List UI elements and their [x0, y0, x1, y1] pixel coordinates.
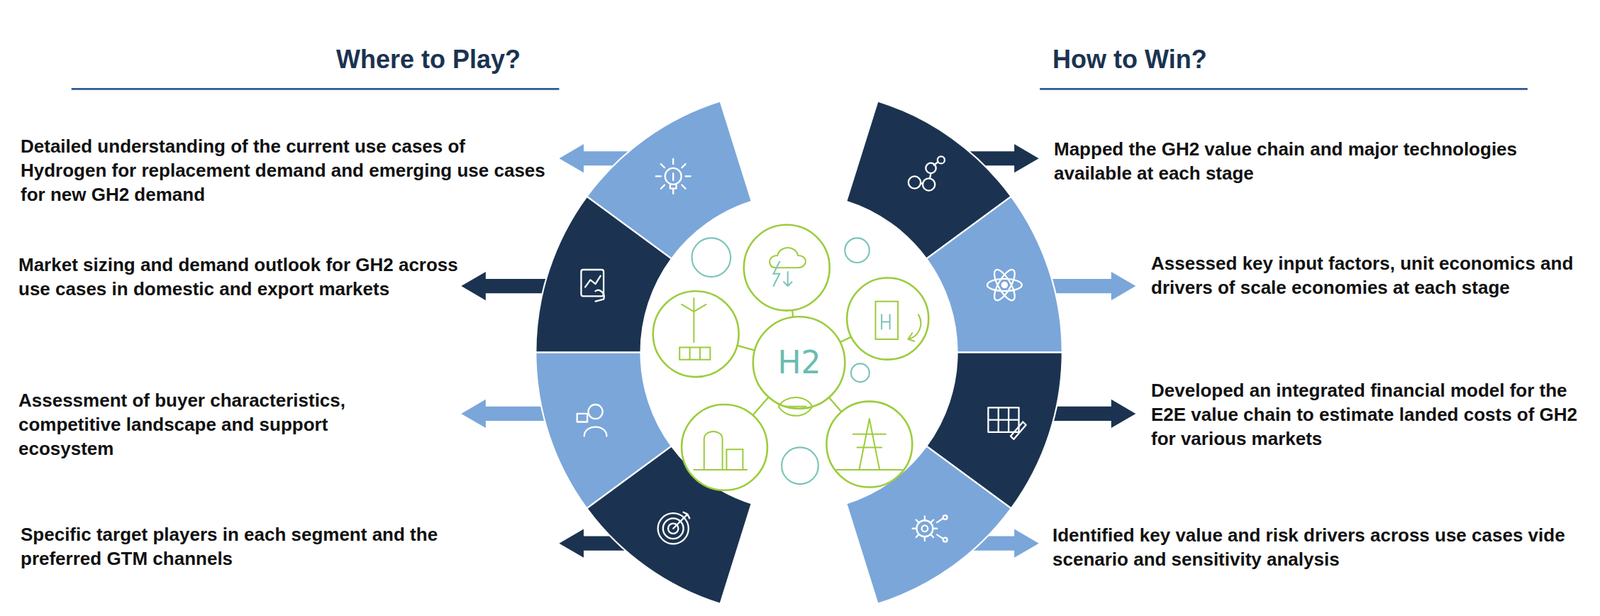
finding-text: Assessment of buyer characteristics, com…: [18, 387, 405, 461]
segment-icon: [908, 156, 945, 191]
segment-icon: [987, 407, 1026, 440]
finding-text: Specific target players in each segment …: [20, 521, 518, 571]
segment-icon: [580, 269, 604, 302]
hydrogen-symbol: H2: [777, 344, 821, 381]
ring-segment: [535, 196, 671, 353]
finding-text: Detailed understanding of the current us…: [20, 134, 546, 207]
finding-text: Assessed key input factors, unit economi…: [1151, 251, 1588, 300]
segment-icon: [912, 514, 948, 542]
segment-icon: [658, 512, 691, 544]
finding-text: Identified key value and risk drivers ac…: [1052, 522, 1581, 571]
finding-text: Market sizing and demand outlook for GH2…: [18, 252, 473, 301]
finding-text: Mapped the GH2 value chain and major tec…: [1053, 136, 1588, 186]
segment-icon: [577, 404, 608, 437]
heading-underline: [71, 87, 560, 91]
hydrogen-illustration: [653, 224, 929, 491]
ring-segment: [926, 196, 1062, 353]
segment-icon: [656, 158, 691, 194]
section-heading: Where to Play?: [336, 43, 521, 76]
heading-underline: [1039, 87, 1528, 91]
finding-text: Developed an integrated financial model …: [1151, 378, 1581, 451]
segment-icon: [987, 266, 1022, 303]
section-heading: How to Win?: [1052, 43, 1208, 76]
